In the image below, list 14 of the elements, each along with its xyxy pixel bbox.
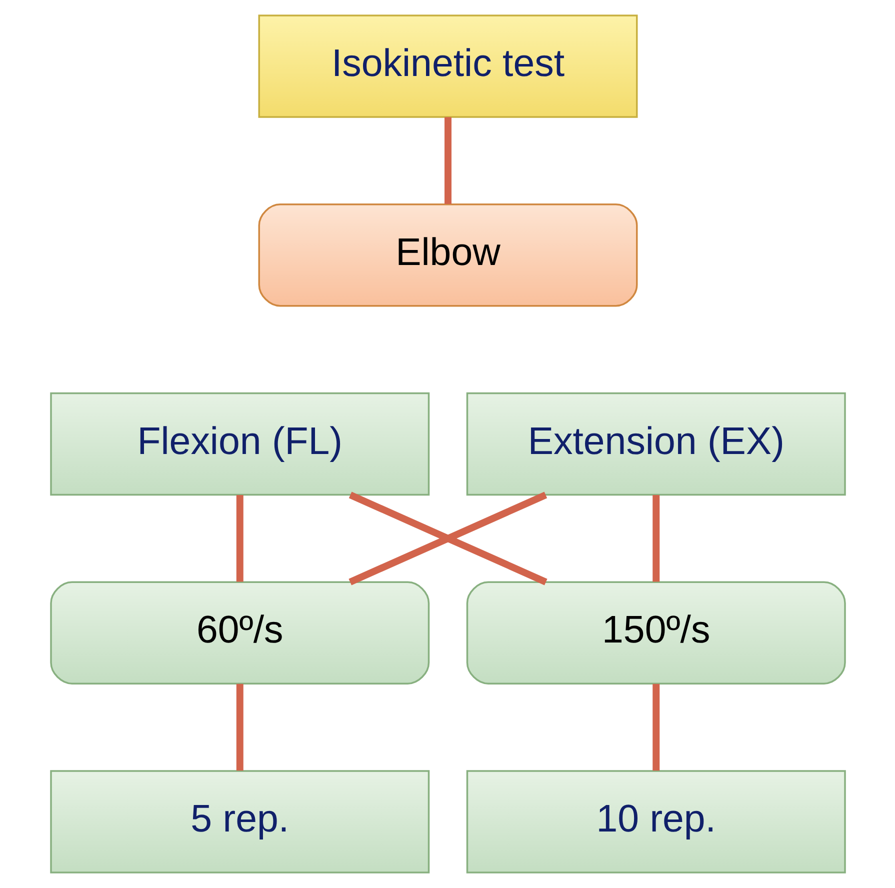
connector (652, 494, 660, 582)
connector (444, 117, 451, 204)
node-box: Elbow (258, 204, 638, 307)
node-box: Extension (EX) (466, 392, 846, 496)
node-box: Flexion (FL) (50, 392, 430, 496)
connector (236, 684, 243, 771)
node-box: 5 rep. (50, 770, 430, 874)
node-box: 150º/s (466, 581, 846, 684)
connector (652, 684, 660, 771)
node-box: 10 rep. (466, 770, 846, 874)
node-box: 60º/s (50, 581, 430, 684)
connector (348, 492, 547, 586)
node-box: Isokinetic test (258, 14, 638, 118)
connector (236, 494, 243, 582)
